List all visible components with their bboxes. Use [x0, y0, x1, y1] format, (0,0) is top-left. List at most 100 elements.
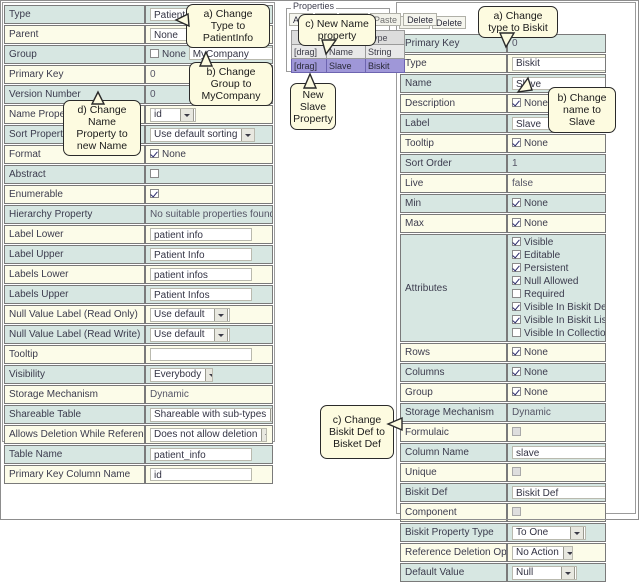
checkbox-row[interactable] — [512, 466, 524, 480]
property-value[interactable]: patient infos — [145, 265, 273, 284]
text-input[interactable]: Biskit Def — [512, 486, 605, 499]
checkbox-row[interactable] — [150, 168, 162, 182]
property-value[interactable] — [507, 463, 606, 482]
property-value[interactable]: None — [507, 214, 606, 233]
grid-cell-type[interactable]: Biskit — [365, 58, 405, 73]
property-value[interactable]: Use default — [145, 325, 273, 344]
property-value[interactable] — [145, 185, 273, 204]
checkbox[interactable] — [512, 197, 521, 207]
checkbox[interactable] — [150, 188, 159, 198]
property-value[interactable]: None — [507, 194, 606, 213]
dropdown[interactable]: id — [150, 107, 196, 122]
property-value[interactable]: Biskit Def — [507, 483, 606, 502]
property-value[interactable]: Dynamic — [145, 385, 273, 404]
chevron-down-icon[interactable] — [570, 526, 584, 539]
checkbox[interactable] — [512, 237, 521, 246]
checkbox[interactable] — [512, 506, 521, 516]
checkbox-row[interactable]: Null Allowed — [512, 275, 578, 289]
chevron-down-icon[interactable] — [214, 308, 228, 321]
property-value[interactable]: None — [507, 383, 606, 402]
checkbox[interactable] — [512, 289, 521, 298]
dropdown[interactable]: To One — [512, 525, 586, 540]
property-value[interactable]: Shareable with sub-types — [145, 405, 273, 424]
checkbox[interactable] — [512, 426, 521, 436]
dropdown[interactable]: Use default sorting — [150, 127, 255, 142]
property-value[interactable]: None — [507, 343, 606, 362]
property-value[interactable] — [507, 423, 606, 442]
checkbox-row[interactable]: Visible In Biskit Detail — [512, 301, 605, 315]
checkbox[interactable] — [512, 137, 521, 147]
property-value[interactable]: id — [145, 105, 273, 124]
text-input[interactable]: id — [150, 468, 252, 481]
checkbox-row[interactable] — [512, 506, 524, 520]
checkbox[interactable] — [512, 315, 521, 324]
checkbox[interactable] — [512, 366, 521, 376]
toolbar-button-delete[interactable]: Delete — [403, 13, 438, 26]
property-value[interactable]: Use default sorting — [145, 125, 273, 144]
property-value[interactable]: Use default — [145, 305, 273, 324]
chevron-down-icon[interactable] — [205, 368, 212, 381]
property-value[interactable]: patient info — [145, 225, 273, 244]
checkbox[interactable] — [512, 276, 521, 285]
chevron-down-icon[interactable] — [180, 108, 194, 121]
property-value[interactable]: Patient Infos — [145, 285, 273, 304]
property-value[interactable]: To One — [507, 523, 606, 542]
chevron-down-icon[interactable] — [270, 408, 272, 421]
dropdown[interactable]: Shareable with sub-types — [150, 407, 272, 422]
checkbox-row[interactable]: Visible In Biskit List — [512, 314, 605, 328]
property-value[interactable]: Does not allow deletion — [145, 425, 273, 444]
checkbox-row[interactable]: Visible — [512, 236, 553, 250]
checkbox[interactable] — [512, 386, 521, 396]
property-value[interactable]: 1 — [507, 154, 606, 173]
checkbox-row[interactable]: Required — [512, 288, 565, 302]
checkbox-row[interactable]: None — [512, 346, 548, 360]
checkbox-row[interactable]: None — [512, 386, 548, 400]
property-value[interactable]: patient_info — [145, 445, 273, 464]
text-input[interactable]: patient_info — [150, 448, 252, 461]
text-input[interactable]: patient infos — [150, 268, 252, 281]
property-value[interactable]: No Action — [507, 543, 606, 562]
chevron-down-icon[interactable] — [241, 128, 254, 141]
property-value[interactable]: id — [145, 465, 273, 484]
checkbox-row[interactable]: None — [512, 97, 548, 111]
property-value[interactable] — [145, 345, 273, 364]
checkbox[interactable] — [512, 97, 521, 107]
text-input[interactable] — [150, 348, 252, 361]
dropdown[interactable]: Everybody — [150, 367, 213, 382]
property-value[interactable]: None — [507, 363, 606, 382]
grid-drag-handle[interactable]: [drag] — [291, 44, 327, 59]
property-value[interactable]: Biskit — [507, 54, 606, 73]
checkbox[interactable] — [512, 466, 521, 476]
property-value[interactable]: Dynamic — [507, 403, 606, 422]
checkbox-row[interactable]: None — [150, 48, 186, 62]
checkbox-row[interactable]: None — [512, 217, 548, 231]
toolbar-button-delete[interactable]: Delete — [432, 16, 467, 29]
checkbox-row[interactable]: Persistent — [512, 262, 568, 276]
checkbox[interactable] — [512, 302, 521, 311]
dropdown[interactable]: Does not allow deletion — [150, 427, 267, 442]
property-value[interactable]: No suitable properties found — [145, 205, 273, 224]
checkbox[interactable] — [512, 263, 521, 272]
checkbox-row[interactable] — [512, 426, 524, 440]
checkbox[interactable] — [512, 346, 521, 356]
checkbox-row[interactable]: Visible In Collection Editor — [512, 327, 605, 341]
dropdown[interactable]: Null — [512, 565, 577, 580]
dropdown[interactable]: Biskit — [512, 56, 605, 71]
checkbox[interactable] — [512, 250, 521, 259]
text-input[interactable]: patient info — [150, 228, 252, 241]
checkbox[interactable] — [512, 328, 521, 337]
checkbox-row[interactable]: None — [512, 137, 548, 151]
grid-cell-name[interactable]: Slave — [326, 58, 366, 73]
property-value[interactable]: Null — [507, 563, 606, 582]
grid-drag-handle[interactable]: [drag] — [291, 58, 327, 73]
grid-cell-type[interactable]: String — [365, 44, 405, 59]
chevron-down-icon[interactable] — [561, 566, 575, 579]
checkbox[interactable] — [150, 48, 159, 58]
dropdown[interactable]: Use default — [150, 327, 230, 342]
text-input[interactable]: Patient Infos — [150, 288, 252, 301]
checkbox-row[interactable]: Editable — [512, 249, 560, 263]
dropdown[interactable]: Use default — [150, 307, 230, 322]
